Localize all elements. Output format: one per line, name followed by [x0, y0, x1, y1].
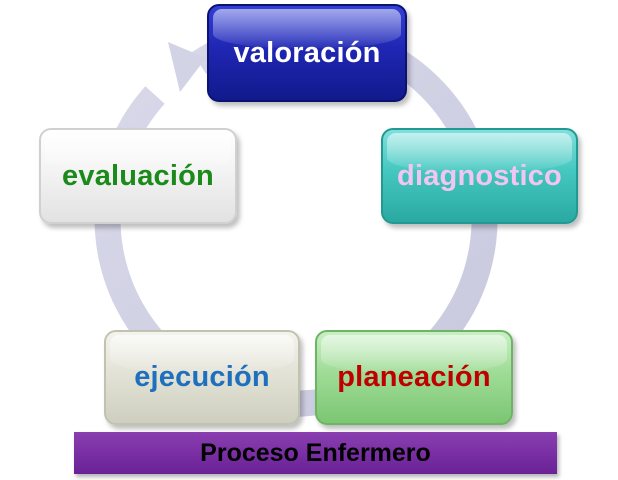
- process-title: Proceso Enfermero: [200, 438, 431, 467]
- step-diagnostico: diagnostico: [381, 128, 578, 224]
- cycle-arrow-head: [168, 42, 206, 92]
- step-valoracion: valoración: [207, 4, 407, 102]
- step-ejecucion-label: ejecución: [134, 361, 270, 393]
- step-evaluacion-label: evaluación: [62, 159, 214, 192]
- step-valoracion-label: valoración: [233, 36, 381, 69]
- step-ejecucion: ejecución: [104, 330, 300, 425]
- step-planeacion-label: planeación: [337, 361, 491, 393]
- step-planeacion: planeación: [315, 330, 513, 425]
- step-diagnostico-label: diagnostico: [397, 159, 562, 192]
- step-evaluacion: evaluación: [39, 128, 237, 224]
- process-title-banner: Proceso Enfermero: [74, 432, 557, 474]
